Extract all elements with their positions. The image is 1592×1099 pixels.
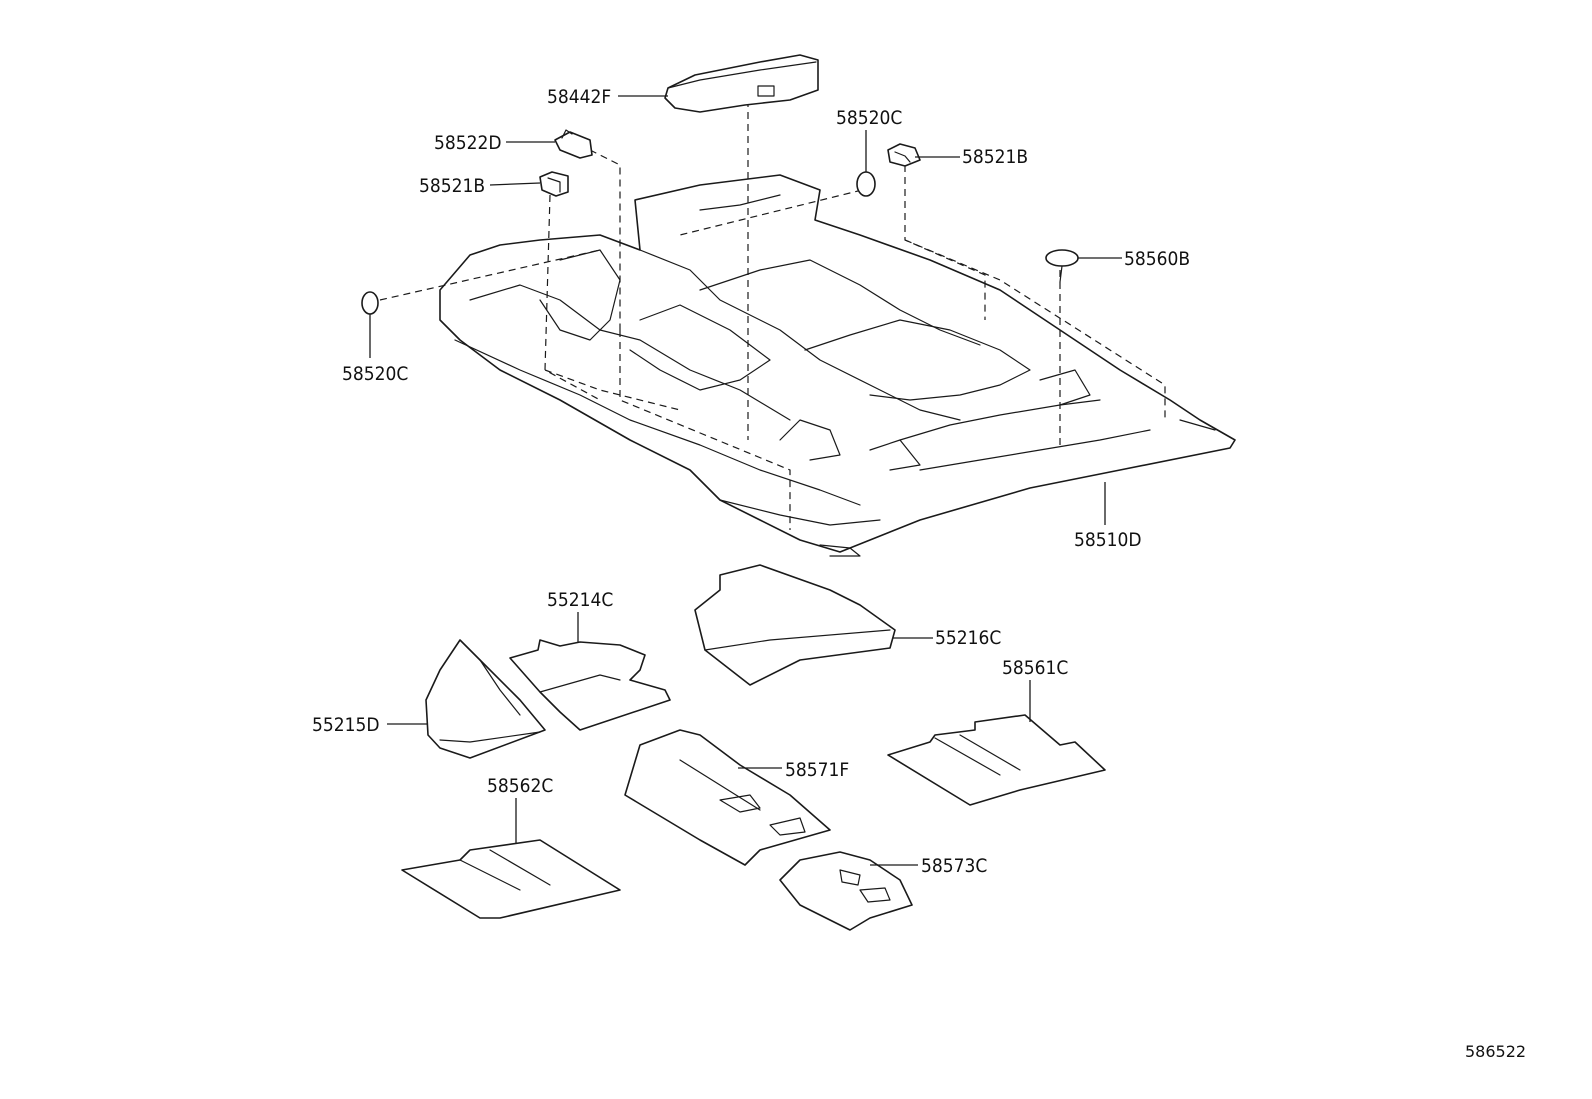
callout-58521B-right[interactable]: 58521B: [962, 146, 1028, 168]
callout-58561C[interactable]: 58561C: [1002, 657, 1068, 679]
part-58560B-shape: [1045, 249, 1079, 283]
callout-58521B-left[interactable]: 58521B: [419, 175, 485, 197]
part-58520C-left-shape: [361, 291, 379, 315]
callout-58522D[interactable]: 58522D: [434, 132, 502, 154]
part-58521B-left-shape: [539, 171, 569, 197]
callout-labels: 58442F 58522D 58521B 58520C 58521B 58560…: [312, 86, 1190, 877]
part-58520C-top-shape: [856, 171, 876, 197]
part-58562C-shape: [401, 839, 621, 919]
callout-58573C[interactable]: 58573C: [921, 855, 987, 877]
part-55215D-shape: [425, 639, 546, 759]
part-58521B-right-shape: [887, 143, 921, 167]
part-58571F-shape: [624, 729, 831, 866]
callout-55214C[interactable]: 55214C: [547, 589, 613, 611]
part-55214C-shape: [509, 639, 671, 731]
part-58561C-shape: [887, 714, 1106, 806]
leader-lines: [369, 95, 1122, 866]
callout-58520C-left[interactable]: 58520C: [342, 363, 408, 385]
part-58522D-shape: [554, 129, 593, 159]
installation-guide-lines: [379, 100, 1166, 530]
callout-55215D[interactable]: 55215D: [312, 714, 380, 736]
part-55216C-shape: [694, 564, 896, 686]
callout-58520C-top[interactable]: 58520C: [836, 107, 902, 129]
callout-58442F[interactable]: 58442F: [547, 86, 611, 108]
part-58442F-shape: [664, 54, 819, 113]
callout-58560B[interactable]: 58560B: [1124, 248, 1190, 270]
floor-carpet-assembly: [439, 174, 1236, 557]
part-58573C-shape: [779, 851, 913, 931]
callout-58562C[interactable]: 58562C: [487, 775, 553, 797]
diagram-code: 586522: [1465, 1042, 1526, 1061]
callout-58571F[interactable]: 58571F: [785, 759, 849, 781]
callout-55216C[interactable]: 55216C: [935, 627, 1001, 649]
callout-58510D[interactable]: 58510D: [1074, 529, 1142, 551]
